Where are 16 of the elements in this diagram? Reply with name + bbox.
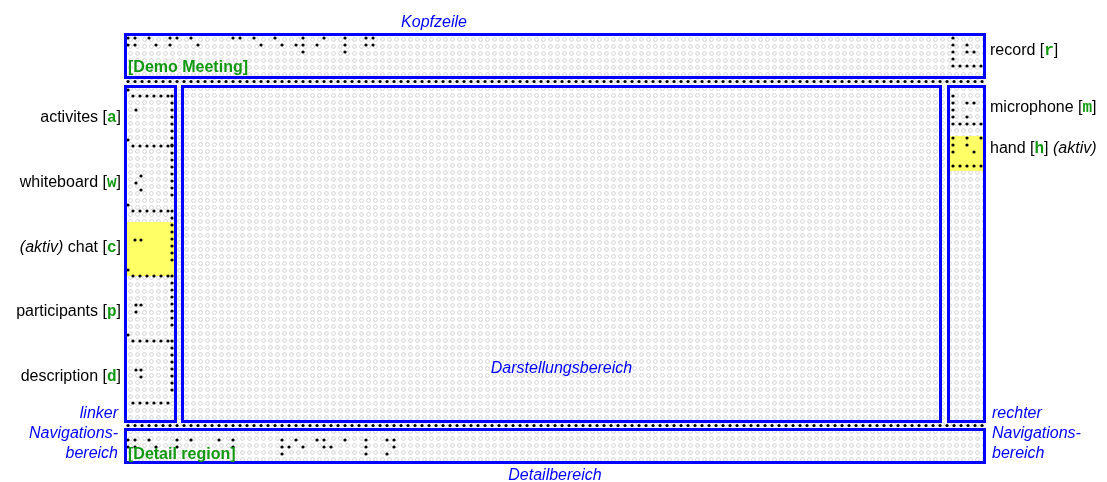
region-title: Kopfzeile <box>401 12 467 32</box>
key-label: activites [a] <box>40 107 121 128</box>
region-title: rechter Navigations- bereich <box>992 403 1082 463</box>
key-label: whiteboard [w] <box>19 172 121 193</box>
key-label: (aktiv) chat [c] <box>19 237 121 258</box>
key-label: description [d] <box>20 366 121 387</box>
region-title: Detailbereich <box>508 465 602 482</box>
key-label: microphone [m] <box>990 97 1097 118</box>
region-text: [Detail region] <box>128 445 236 463</box>
region-text: [Demo Meeting] <box>128 58 248 76</box>
region-title: linker Navigations- bereich <box>28 403 118 463</box>
key-label: participants [p] <box>16 301 121 322</box>
key-label: hand [h] (aktiv) <box>990 138 1097 159</box>
region-title: Darstellungsbereich <box>490 358 633 378</box>
key-label: record [r] <box>990 40 1059 61</box>
display-region <box>181 85 942 423</box>
